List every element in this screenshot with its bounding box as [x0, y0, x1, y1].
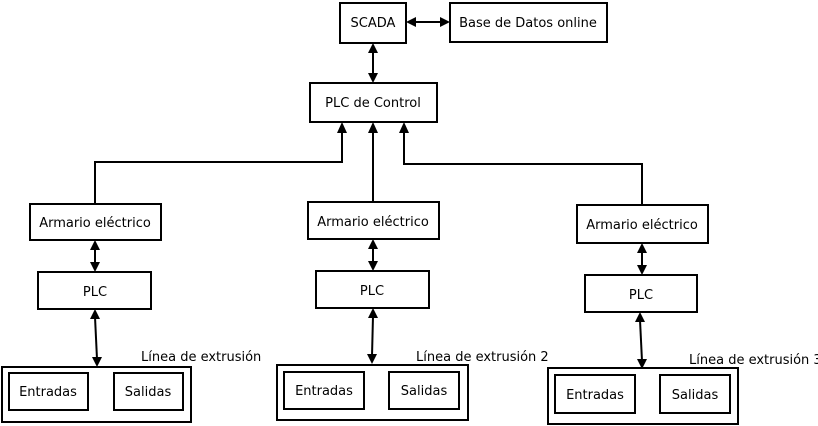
outputs-3-box: Salidas	[659, 374, 731, 414]
cabinet-2-label: Armario eléctrico	[317, 215, 429, 230]
database-box: Base de Datos online	[449, 2, 608, 43]
scada-database-arrow	[406, 17, 450, 27]
extrusion-line-1: Armario eléctrico PLC Línea de extrusión…	[1, 203, 261, 423]
outputs-3-label: Salidas	[672, 388, 719, 403]
cabinet-3-connector	[399, 122, 643, 205]
plc-2-label: PLC	[360, 284, 384, 299]
cabinet-1-plc-arrow	[90, 240, 100, 272]
cabinet-2-connector	[368, 122, 378, 202]
plc-3-label: PLC	[629, 288, 653, 303]
extrusion-line-2: Armario eléctrico PLC Línea de extrusión…	[276, 201, 549, 421]
inputs-1-box: Entradas	[8, 372, 89, 411]
control-plc-box: PLC de Control	[309, 82, 438, 123]
plc-1-label: PLC	[83, 285, 107, 300]
line-1-label: Línea de extrusión	[141, 350, 261, 365]
plc-1-io-arrow	[90, 309, 102, 367]
inputs-3-box: Entradas	[554, 374, 636, 414]
line-3-label: Línea de extrusión 3	[689, 353, 818, 368]
scada-control-plc-arrow	[368, 43, 378, 83]
database-label: Base de Datos online	[459, 16, 597, 31]
cabinet-1-box: Armario eléctrico	[29, 203, 162, 241]
plc-1-box: PLC	[37, 271, 152, 310]
outputs-1-label: Salidas	[125, 385, 172, 400]
cabinet-3-box: Armario eléctrico	[576, 204, 709, 244]
plc-3-io-arrow	[635, 312, 647, 369]
cabinet-1-connector	[94, 122, 347, 204]
outputs-2-box: Salidas	[388, 371, 460, 410]
scada-box: SCADA	[339, 2, 407, 44]
cabinet-2-box: Armario eléctrico	[307, 201, 440, 240]
extrusion-line-3: Armario eléctrico PLC Línea de extrusión…	[547, 204, 818, 425]
inputs-1-label: Entradas	[19, 385, 77, 400]
cabinet-3-label: Armario eléctrico	[586, 218, 698, 233]
inputs-2-box: Entradas	[283, 371, 365, 410]
control-plc-label: PLC de Control	[325, 96, 421, 111]
cabinet-3-plc-arrow	[637, 243, 647, 275]
outputs-1-box: Salidas	[113, 372, 184, 411]
plc-3-box: PLC	[584, 274, 698, 313]
cabinet-2-plc-arrow	[368, 239, 378, 271]
inputs-3-label: Entradas	[566, 388, 624, 403]
line-2-label: Línea de extrusión 2	[416, 350, 549, 365]
scada-label: SCADA	[351, 16, 396, 31]
outputs-2-label: Salidas	[401, 384, 448, 399]
inputs-2-label: Entradas	[295, 384, 353, 399]
plc-2-io-arrow	[367, 308, 378, 364]
cabinet-1-label: Armario eléctrico	[39, 216, 151, 231]
plc-2-box: PLC	[315, 270, 430, 309]
